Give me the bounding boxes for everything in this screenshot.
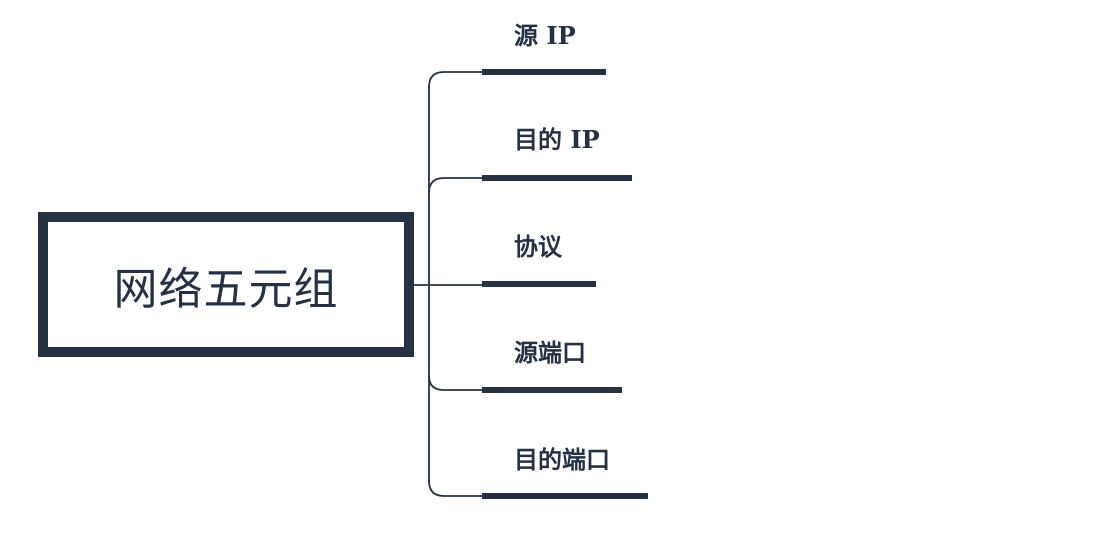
root-title: 网络五元组 xyxy=(113,263,339,315)
branch-label-source-ip: 源 IP xyxy=(514,21,576,50)
connector-branch-2 xyxy=(428,177,483,194)
connector-branch-4 xyxy=(428,375,483,391)
branch-underline-protocol xyxy=(482,281,596,287)
branch-label-destination-port: 目的端口 xyxy=(514,445,610,474)
connector-branch-1 xyxy=(428,71,483,88)
branch-label-destination-ip: 目的 IP xyxy=(514,125,600,154)
branch-label-source-port: 源端口 xyxy=(514,338,586,367)
branch-label-protocol: 协议 xyxy=(514,232,562,261)
branch-underline-source-port xyxy=(482,387,622,393)
branch-underline-destination-ip xyxy=(482,175,632,181)
branch-underline-destination-port xyxy=(482,493,648,499)
root-node: 网络五元组 xyxy=(38,212,414,357)
branch-underline-source-ip xyxy=(482,69,606,75)
connector-branch-5 xyxy=(428,480,483,497)
